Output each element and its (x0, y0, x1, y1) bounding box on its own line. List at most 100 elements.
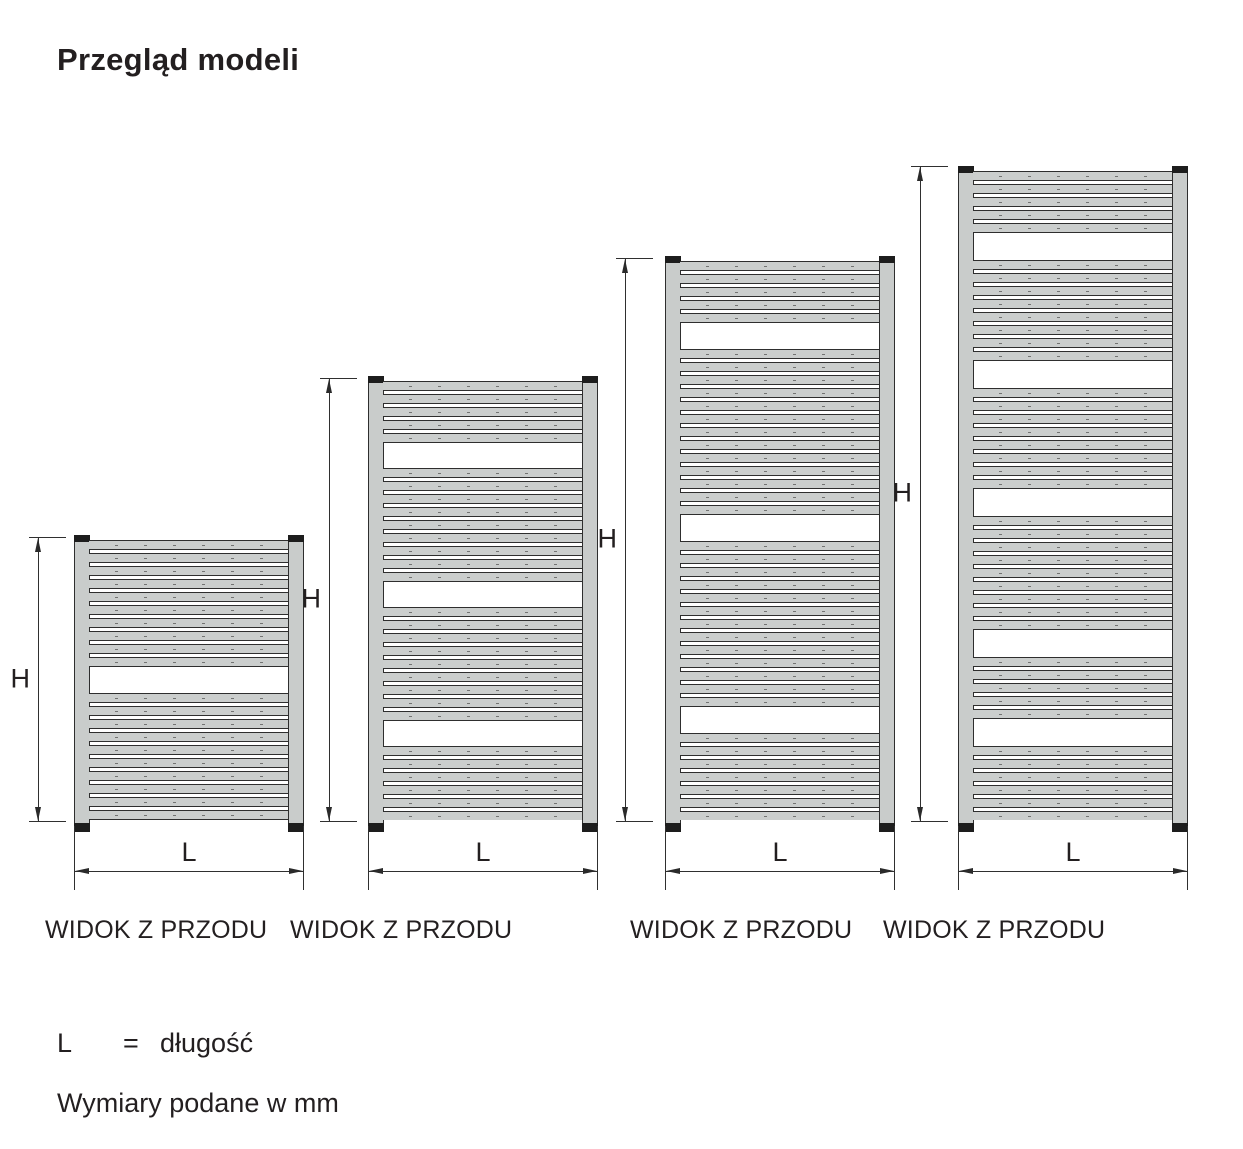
radiator-tube (973, 759, 1173, 769)
dimension-line (666, 871, 894, 872)
radiator-figure-4 (958, 166, 1188, 832)
length-label: L (1065, 837, 1081, 867)
radiator-tube (383, 546, 583, 556)
radiator-tube (973, 568, 1173, 578)
tube-gap (383, 724, 583, 743)
dimension-line (369, 871, 597, 872)
radiator-tube (89, 706, 289, 716)
arrow-down-icon (917, 807, 923, 821)
radiator-right-rail (1172, 166, 1188, 832)
radiator-tube (680, 492, 880, 502)
radiator-tube (383, 646, 583, 656)
height-label: H (301, 583, 322, 614)
radiator-tube (680, 362, 880, 372)
arrow-right-icon (583, 868, 597, 874)
radiator-tube (973, 312, 1173, 322)
radiator-tube (680, 580, 880, 590)
dimension-tick (320, 821, 357, 822)
radiator-right-rail (879, 256, 895, 832)
radiator-tube (383, 711, 583, 721)
dimensions-note: Wymiary podane w mm (57, 1088, 339, 1118)
radiator-tube (973, 620, 1173, 630)
radiator-tube (680, 440, 880, 450)
radiator-tube (973, 696, 1173, 706)
legend-symbol: L (57, 1028, 73, 1058)
radiator-tube (973, 516, 1173, 526)
radiator-tube (383, 620, 583, 630)
length-dimension-1: L (74, 826, 304, 890)
extension-line (597, 826, 598, 890)
extension-line (1187, 826, 1188, 890)
radiator-tube (383, 633, 583, 643)
radiator-tube (973, 683, 1173, 693)
radiator-tube (680, 261, 880, 271)
radiator-tube (680, 593, 880, 603)
length-dimension-3: L (665, 826, 895, 890)
radiator-tube (680, 453, 880, 463)
legend-definition: długość (160, 1028, 254, 1058)
length-label: L (181, 837, 197, 867)
radiator-tube (680, 375, 880, 385)
radiator-tube (89, 605, 289, 615)
extension-line (958, 826, 959, 890)
front-view-caption-2: WIDOK Z PRZODU (290, 916, 513, 944)
radiator-tube (680, 671, 880, 681)
radiator-tube (680, 414, 880, 424)
radiator-tube (383, 811, 583, 820)
radiator-figure-3 (665, 256, 895, 832)
radiator-tube (973, 479, 1173, 489)
radiator-tube (89, 810, 289, 820)
radiator-tube (383, 468, 583, 478)
radiator-tube (973, 811, 1173, 820)
radiator-left-rail (958, 166, 974, 832)
radiator-tube (89, 784, 289, 794)
arrow-left-icon (369, 868, 383, 874)
radiator-tube (89, 657, 289, 667)
radiator-tube (680, 300, 880, 310)
dimension-line (920, 166, 921, 822)
radiator-tube (973, 466, 1173, 476)
radiator-tube (383, 394, 583, 404)
tube-gap (680, 710, 880, 730)
radiator-tube (973, 798, 1173, 808)
radiator-tube (383, 381, 583, 391)
radiator-tube (383, 494, 583, 504)
radiator-figure-1 (74, 535, 304, 832)
radiator-tube (89, 631, 289, 641)
radiator-tube (973, 197, 1173, 207)
arrow-up-icon (326, 379, 332, 393)
radiator-tube (89, 566, 289, 576)
radiator-tube (89, 719, 289, 729)
dimension-tick (616, 258, 653, 259)
radiator-tube (89, 758, 289, 768)
radiator-tube (973, 427, 1173, 437)
extension-line (368, 826, 369, 890)
arrow-left-icon (666, 868, 680, 874)
radiator-tube (680, 313, 880, 323)
radiator-tube (383, 407, 583, 417)
radiator-tube (973, 299, 1173, 309)
length-dimension-4: L (958, 826, 1188, 890)
radiator-tube (680, 772, 880, 782)
radiator-tube (89, 644, 289, 654)
arrow-left-icon (959, 868, 973, 874)
height-label: H (892, 477, 913, 508)
radiator-tube (973, 670, 1173, 680)
radiator-tube (680, 567, 880, 577)
radiator-tube (680, 541, 880, 551)
extension-line (894, 826, 895, 890)
front-view-caption-3: WIDOK Z PRZODU (630, 916, 853, 944)
extension-line (665, 826, 666, 890)
dimension-line (75, 871, 303, 872)
radiator-figure-2 (368, 376, 598, 832)
radiator-tubes (973, 171, 1173, 820)
radiator-tube (383, 685, 583, 695)
radiator-left-rail (368, 376, 384, 832)
radiator-tubes (680, 261, 880, 820)
radiator-tube (383, 572, 583, 582)
radiator-tube (973, 273, 1173, 283)
radiator-tube (680, 658, 880, 668)
dimension-tick (29, 537, 66, 538)
radiator-tube (680, 554, 880, 564)
dimension-tick (29, 821, 66, 822)
